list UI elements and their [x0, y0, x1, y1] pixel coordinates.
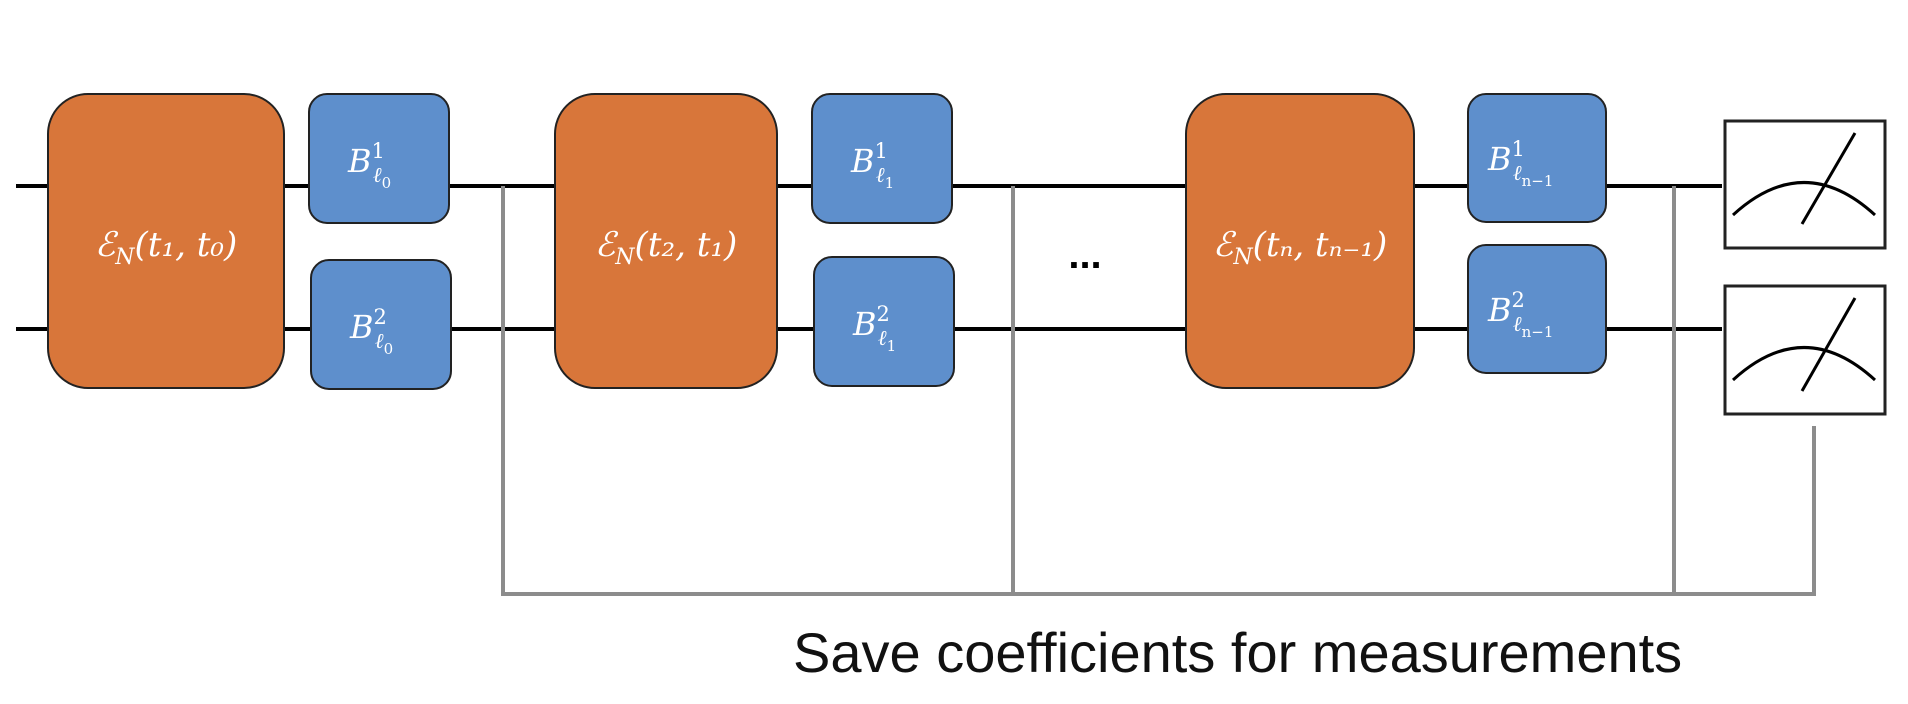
- channel-subscript: N: [1232, 245, 1253, 270]
- channel-block-2: ℰN(t₂, t₁): [554, 93, 778, 389]
- svg-text:ℰN(tₙ, tₙ₋₁): ℰN(tₙ, tₙ₋₁): [1213, 225, 1387, 270]
- ellipsis: ...: [1068, 233, 1101, 277]
- channel-symbol: ℰ: [95, 225, 119, 265]
- channel-subscript: N: [114, 245, 135, 270]
- channel-symbol: ℰ: [1213, 225, 1237, 265]
- svg-text:ℰN(t₁, t₀): ℰN(t₁, t₀): [95, 225, 238, 270]
- svg-text:ℰN(t₂, t₁): ℰN(t₂, t₁): [595, 225, 738, 270]
- channel-args: (tₙ, tₙ₋₁): [1253, 225, 1388, 265]
- measurement-meter-icon: [1723, 284, 1887, 416]
- channel-args: (t₂, t₁): [635, 225, 738, 265]
- channel-block-3: ℰN(tₙ, tₙ₋₁): [1185, 93, 1415, 389]
- channel-subscript: N: [614, 245, 635, 270]
- coefficient-bus: [501, 186, 1816, 596]
- channel-symbol: ℰ: [595, 225, 619, 265]
- channel-args: (t₁, t₀): [135, 225, 238, 265]
- caption: Save coefficients for measurements: [793, 621, 1682, 684]
- channel-block-1: ℰN(t₁, t₀): [47, 93, 285, 389]
- measurement-meter-icon: [1723, 119, 1887, 250]
